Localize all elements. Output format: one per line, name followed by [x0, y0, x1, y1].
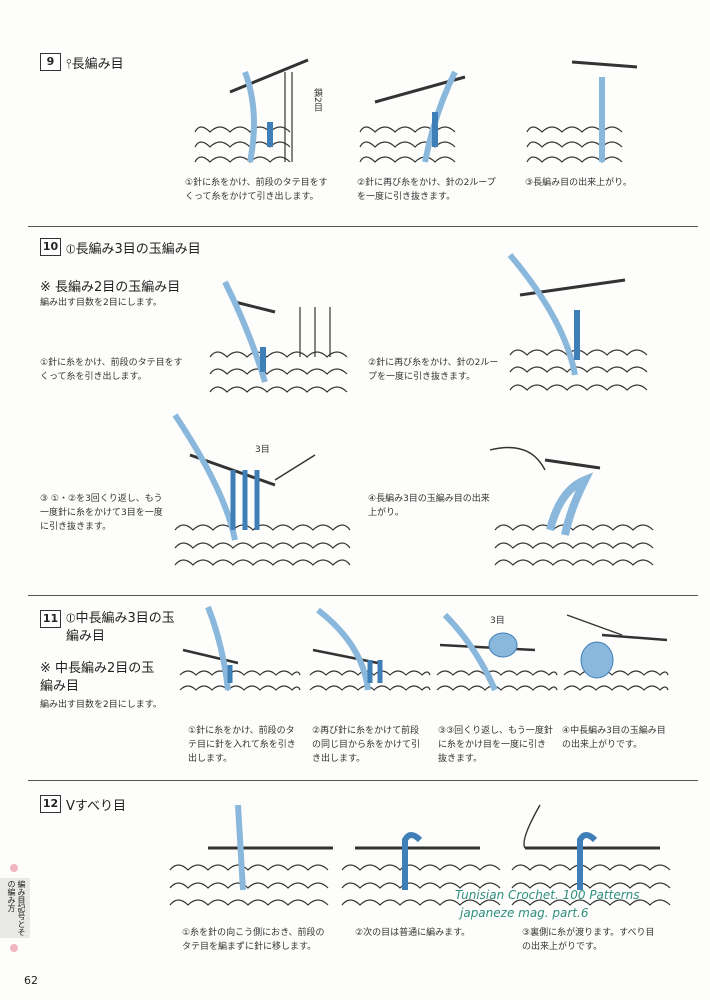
section-11-step-4-illustration [563, 614, 669, 691]
section-10-step-2-illustration [507, 253, 648, 391]
divider [28, 226, 698, 227]
three-stitches-label: 3目 [255, 445, 270, 455]
section-10-step-1-illustration [209, 280, 348, 393]
section-9-caption-1: ①針に糸をかけ、前段のタテ目をすくって糸をかけて引き出します。 [185, 178, 328, 202]
section-11-step-1-illustration [179, 605, 301, 691]
slip-stitch-symbol-icon: V [66, 799, 75, 814]
section-9-step-3-illustration [526, 60, 638, 163]
page-number: 62 [24, 974, 38, 987]
section-10-number: 10 [40, 238, 61, 256]
divider [28, 780, 698, 781]
sidebar-tab: 編み目記号とその編み方 [0, 878, 30, 938]
section-12-caption-1: ①糸を針の向こう側におき、前段のタテ目を編まずに針に移します。 [182, 928, 325, 952]
section-11-step-3-illustration [436, 612, 558, 692]
section-12-number: 12 [40, 795, 61, 813]
section-11-alt-title: ※ 中長編み2目の玉編み目 [40, 661, 155, 694]
section-11-caption-4: ④中長編み3目の玉編み目の出来上がりです。 [562, 726, 666, 750]
section-11-caption-2: ②再び針に糸をかけて前段の同じ目から糸をかけて引き出します。 [312, 726, 421, 764]
section-12-caption-2: ②次の目は普通に編みます。 [355, 928, 471, 938]
section-10-alt-title: ※ 長編み2目の玉編み目 [40, 280, 181, 295]
watermark-line-1: Tunisian Crochet. 100 Patterns [455, 888, 640, 902]
section-10-title: ⦶長編み3目の玉編み目 [66, 242, 201, 257]
section-10-note: 編み出す目数を2目にします。 [40, 298, 162, 308]
section-12-step-3-illustration [511, 804, 671, 906]
section-11-note: 編み出す目数を2目にします。 [40, 700, 162, 710]
section-9-step-1-illustration [194, 58, 309, 163]
section-12-title: Vすべり目 [66, 799, 126, 814]
section-10-caption-4: ④長編み3目の玉編み目の出来上がり。 [368, 494, 490, 518]
three-stitches-label: 3目 [490, 616, 505, 626]
double-crochet-symbol-icon: ⫯ [66, 57, 72, 72]
sidebar-dot [10, 864, 18, 872]
section-9-number: 9 [40, 53, 61, 71]
section-10-caption-1: ①針に糸をかけ、前段のタテ目をすくって糸を引き出します。 [40, 358, 183, 382]
half-double-cluster-symbol-icon: ⦶ [66, 611, 76, 626]
section-11-step-2-illustration [309, 607, 431, 691]
section-12-step-1-illustration [169, 804, 333, 906]
section-9-caption-3: ③長編み目の出来上がり。 [525, 178, 632, 188]
section-11-number: 11 [40, 610, 61, 628]
section-11-caption-3: ③③回くり返し、もう一度針に糸をかけ目を一度に引き抜きます。 [438, 726, 553, 764]
section-12-step-2-illustration [341, 832, 501, 906]
chain-2-label: 鎖2目 [312, 88, 322, 112]
section-12-caption-3: ③裏側に糸が渡ります。すべり目の出来上がりです。 [522, 928, 655, 952]
watermark-line-2: japaneze mag. part.6 [460, 906, 589, 920]
section-10-step-4-illustration [490, 446, 654, 566]
divider [28, 595, 698, 596]
section-9-caption-2: ②針に再び糸をかけ、針の2ループを一度に引き抜きます。 [357, 178, 496, 202]
section-9-title: ⫯長編み目 [66, 57, 124, 72]
section-10-caption-2: ②針に再び糸をかけ、針の2ループを一度に引き抜きます。 [368, 358, 499, 382]
section-10-step-3-illustration [172, 413, 351, 566]
section-10-caption-3: ③ ①・②を3回くり返し、もう一度針に糸をかけて3目を一度に引き抜きます。 [40, 494, 163, 532]
sidebar-dot [10, 944, 18, 952]
section-9-step-2-illustration [359, 70, 466, 163]
section-11-caption-1: ①針に糸をかけ、前段のタテ目に針を入れて糸を引き出します。 [188, 726, 296, 764]
section-11-title: ⦶中長編み3目の玉編み目 [66, 611, 175, 644]
cluster-symbol-icon: ⦶ [66, 242, 76, 257]
